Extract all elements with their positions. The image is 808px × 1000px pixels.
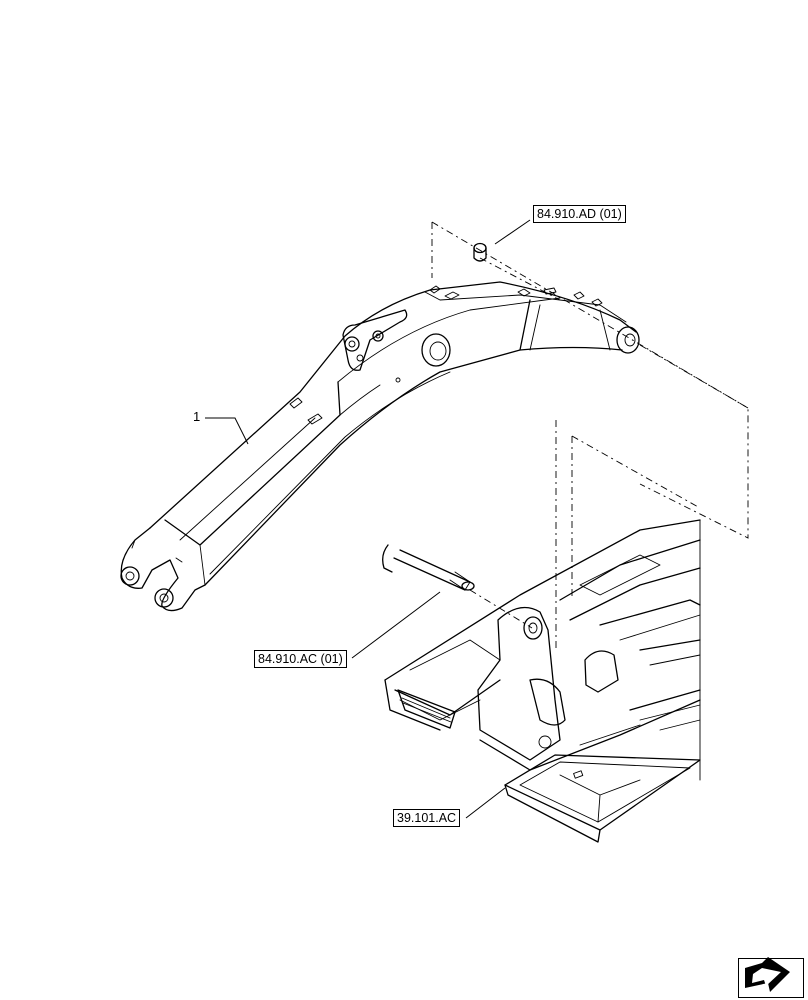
arrow-icon (745, 957, 790, 992)
callout-39-101-ac[interactable]: 39.101.AC (393, 809, 461, 827)
boom-arm (120, 281, 640, 612)
assembly-dashed-lines (431, 221, 749, 650)
leader-lines (205, 219, 531, 819)
chassis-frame (384, 519, 701, 843)
item-number-label: 1 (193, 409, 201, 424)
callout-84-910-ad[interactable]: 84.910.AD (01) (533, 205, 626, 223)
pin-part-ad (473, 242, 487, 262)
callout-84-910-ac[interactable]: 84.910.AC (01) (254, 650, 347, 668)
pin-part-ac (382, 544, 475, 591)
